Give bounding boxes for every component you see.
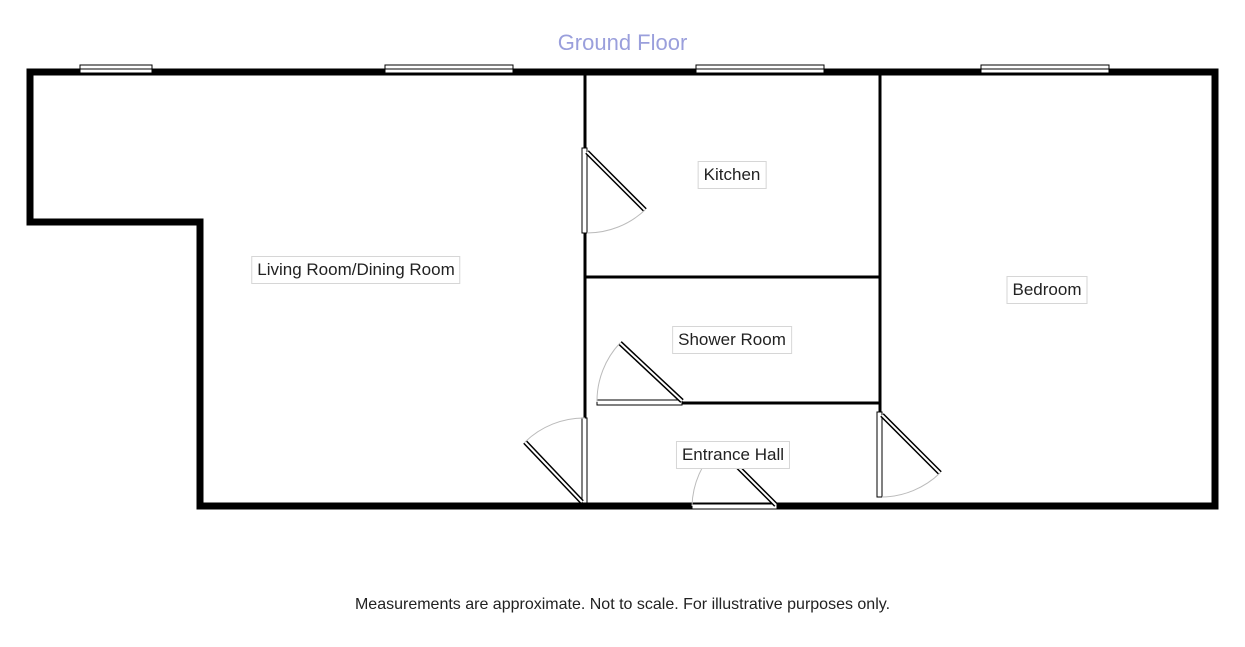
interior-walls bbox=[583, 72, 882, 418]
door-icon bbox=[581, 147, 647, 234]
door-icon bbox=[523, 417, 588, 504]
window-icon bbox=[384, 64, 514, 74]
room-label-living-dining: Living Room/Dining Room bbox=[251, 256, 461, 284]
window-icon bbox=[695, 64, 825, 74]
room-label-shower-room: Shower Room bbox=[672, 326, 792, 354]
room-label-entrance-hall: Entrance Hall bbox=[675, 441, 791, 469]
outer-walls bbox=[26, 68, 1219, 510]
floor-title: Ground Floor bbox=[557, 30, 688, 55]
door-icon bbox=[596, 341, 684, 406]
door-icon bbox=[876, 411, 942, 498]
disclaimer-note: Measurements are approximate. Not to sca… bbox=[354, 596, 891, 613]
room-label-bedroom: Bedroom bbox=[1006, 276, 1088, 304]
room-label-kitchen: Kitchen bbox=[697, 161, 767, 189]
window-icon bbox=[79, 64, 153, 74]
window-icon bbox=[980, 64, 1110, 74]
